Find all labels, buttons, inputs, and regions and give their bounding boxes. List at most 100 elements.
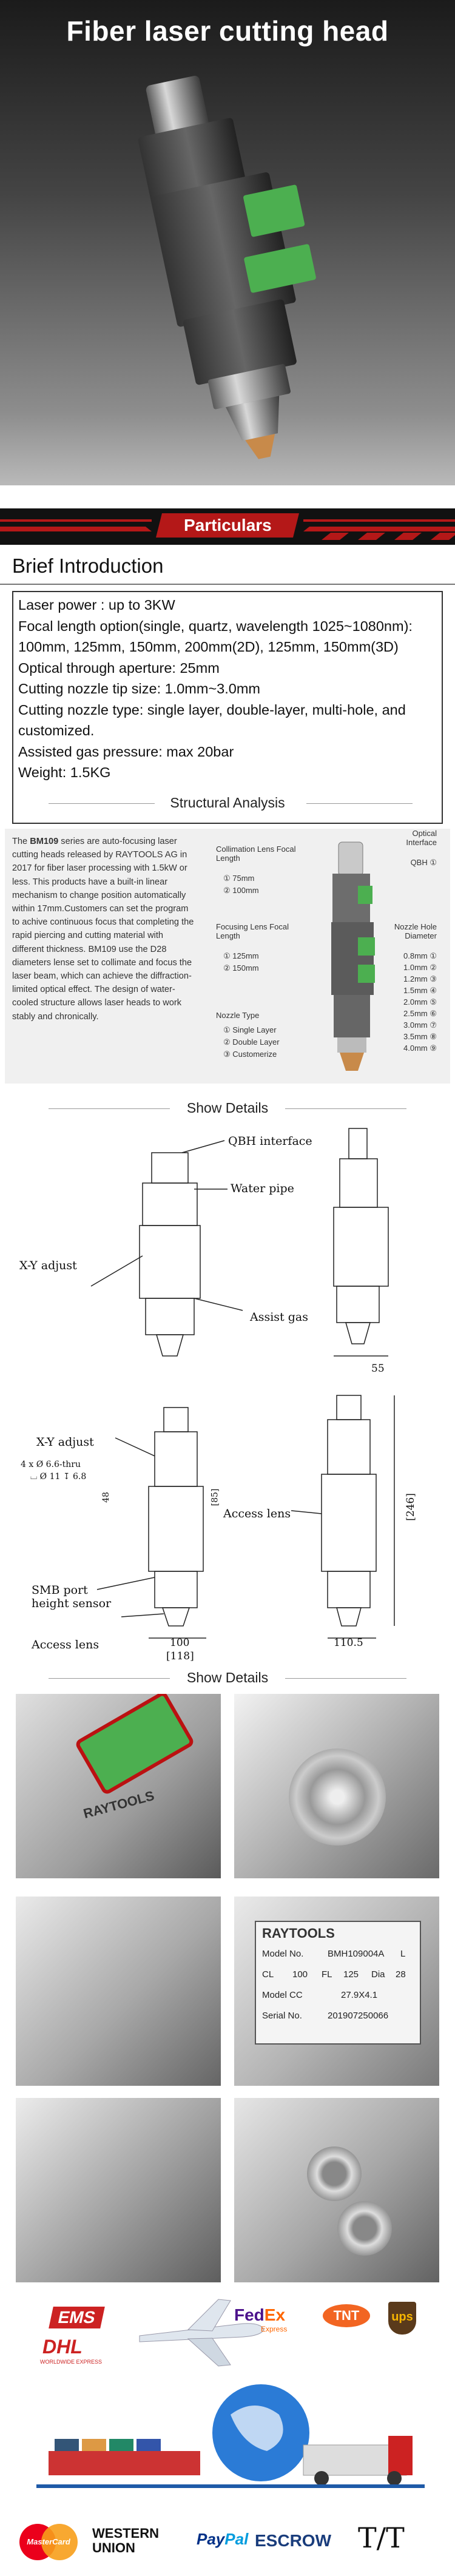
nozzle-hole-item: 1.0mm ② [403,963,437,972]
structural-panel [5,829,450,1084]
brief-line: customized. [18,723,95,738]
brief-line: Weight: 1.5KG [18,764,111,780]
detail-photo-2 [234,1694,439,1878]
nozzle-hole-item: 3.5mm ⑧ [403,1032,437,1041]
label-xy-adjust-2: X-Y adjust [36,1435,94,1449]
plate-model-no: BMH109004A [328,1949,385,1959]
plate-brand: RAYTOOLS [262,1926,335,1941]
divider [306,803,413,804]
brief-line: 100mm, 125mm, 150mm, 200mm(2D), 125mm, 1… [18,639,399,655]
brief-line: Optical through aperture: 25mm [18,659,220,676]
divider [49,803,155,804]
dhl-logo: DHL [42,2336,83,2358]
label-access-lens-2: Access lens [32,1638,99,1651]
plate-serial-label: Serial No. [262,2011,302,2021]
label-holes: 4 x Ø 6.6-thru [21,1460,81,1469]
dim-85: [85] [210,1488,220,1506]
western-label: WESTERN [92,2526,159,2541]
brief-line: Focal length option(single, quartz, wave… [18,618,413,634]
tt-logo: T/T [358,2521,405,2554]
label-xy-adjust: X-Y adjust [19,1259,77,1272]
fedex-logo: FedEx [234,2305,286,2324]
plate-serial: 201907250066 [328,2011,389,2021]
collimation-item: ② 100mm [223,886,259,895]
divider [285,1678,406,1679]
dim-48: 48 [101,1492,111,1503]
ups-logo: ups [388,2302,416,2335]
nozzle-hole-item: 3.0mm ⑦ [403,1020,437,1030]
ems-logo: EMS [49,2307,105,2328]
cutting-head-render [138,75,316,459]
optical-interface-title: Optical Interface [406,829,437,847]
dim-110-5: 110.5 [334,1637,363,1649]
structural-diagram [331,841,375,1071]
plate-cl-label: CL [262,1969,274,1980]
raytools-mark: RAYTOOLS [81,1787,156,1822]
tnt-logo: TNT [323,2304,370,2327]
nozzle-type-item: ③ Customerize [223,1050,277,1059]
detail-photo-4: RAYTOOLS Model No. BMH109004A L CL 100 F… [234,1897,439,2086]
brief-box [12,591,443,824]
focusing-title: Focusing Lens Focal Length [216,922,289,940]
plate-model-cc-label: Model CC [262,1990,303,2000]
focusing-item: ① 125mm [223,951,259,960]
divider [49,1678,170,1679]
optical-interface-value: QBH ① [410,858,437,867]
label-holes-2: ⌴ Ø 11 ↧ 6.8 [30,1472,87,1482]
shipping-logos: EMS DHL WORLDWIDE EXPRESS FedEx Express … [0,2293,455,2384]
show-details-heading-2: Show Details [0,1670,455,1688]
escrow-logo: ESCROW [255,2531,331,2550]
plate-fl: 125 [343,1969,359,1980]
nozzle-hole-list: 0.8mm ① 1.0mm ② 1.2mm ③ 1.5mm ④ 2.0mm ⑤ … [388,950,437,1054]
connector-2 [337,2201,392,2256]
nozzle-ring [289,1748,386,1846]
fedex-sub: Express [261,2325,288,2333]
hero-banner: Fiber laser cutting head [0,0,455,485]
mastercard-logo: MasterCard [19,2524,78,2560]
label-qbh: QBH interface [228,1135,312,1148]
divider [49,1108,170,1109]
detail-photo-5 [16,2098,221,2282]
nozzle-type-title: Nozzle Type [216,1011,260,1020]
dim-100: 100 [170,1637,190,1649]
plate-model-no-label: Model No. [262,1949,304,1959]
plate-dia: 28 [396,1969,406,1980]
paypal-logo: PayPal [197,2530,249,2548]
technical-drawing-bottom [96,1395,395,1639]
detail-photo-6 [234,2098,439,2282]
divider [285,1108,406,1109]
dim-246: [246] [404,1493,417,1521]
brief-line: Laser power : up to 3KW [18,597,175,613]
dhl-sub: WORLDWIDE EXPRESS [40,2359,103,2365]
show-details-title-2: Show Details [186,1670,269,1685]
plate-cl: 100 [292,1969,308,1980]
collimation-item: ① 75mm [223,874,255,883]
union-label: UNION [92,2540,135,2555]
dim-118: [118] [166,1650,194,1662]
label-smb-port: SMB port [32,1583,88,1597]
payment-logos: MasterCard WESTERN UNION PayPal ESCROW T… [0,2506,455,2576]
structural-title: Structural Analysis [170,795,285,811]
particulars-label: Particulars [156,513,299,538]
green-cover [74,1694,195,1796]
plate-dia-label: Dia [371,1969,385,1980]
plate-fl-label: FL [322,1969,332,1980]
mastercard-label: MasterCard [27,2537,70,2546]
airplane-icon [139,2299,265,2367]
brief-text: Laser power : up to 3KW Focal length opt… [18,595,437,783]
show-details-heading: Show Details [0,1100,455,1118]
technical-drawing-top [90,1128,389,1357]
label-height-sensor: height sensor [32,1597,112,1610]
collimation-title: Collimation Lens Focal Length [216,845,296,863]
nozzle-type-item: ② Double Layer [223,1037,280,1047]
brief-line: Cutting nozzle type: single layer, doubl… [18,701,406,718]
detail-photo-3 [16,1897,221,2086]
western-union-logo: WESTERN UNION [92,2526,159,2555]
brief-line: Cutting nozzle tip size: 1.0mm~3.0mm [18,681,261,696]
focusing-item: ② 150mm [223,963,259,973]
nozzle-hole-item: 2.0mm ⑤ [403,997,437,1006]
dim-55: 55 [371,1363,385,1375]
nozzle-hole-item: 2.5mm ⑥ [403,1009,437,1018]
detail-photo-1: RAYTOOLS [16,1694,221,1878]
connector-1 [307,2146,362,2201]
